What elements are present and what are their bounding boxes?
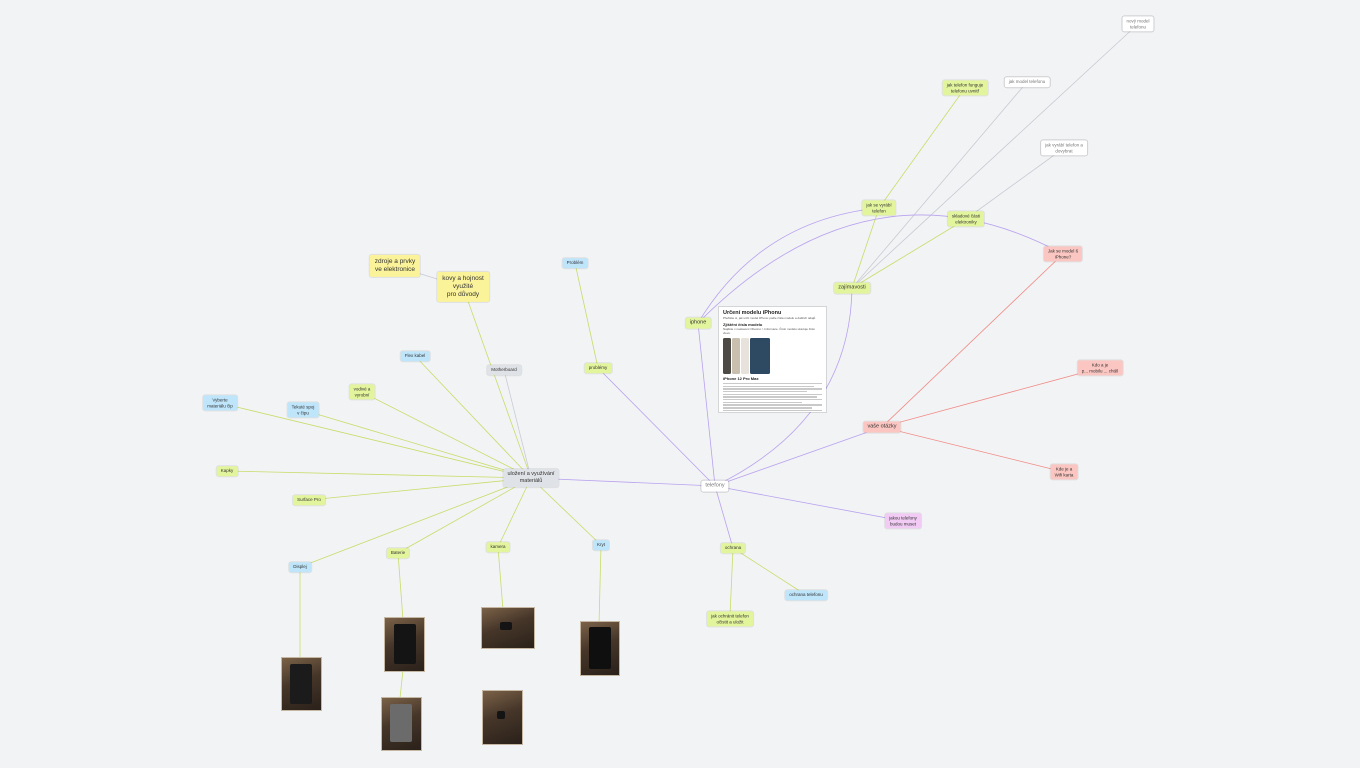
battery-photo-1 <box>384 617 425 672</box>
card-text-lines <box>723 382 822 412</box>
iphone-image <box>723 337 822 374</box>
question-mobile-node[interactable]: Kdo a je p... mobilu ... chtěl <box>1077 360 1123 376</box>
flex-kabel-node[interactable]: Flex kabel <box>400 351 430 361</box>
question-wifi-node[interactable]: Kde je a Wifi karta <box>1050 464 1078 480</box>
kapky-node[interactable]: Kapky <box>216 466 238 476</box>
camera-photo-2 <box>482 690 523 745</box>
vyberte-node[interactable]: Vyberte materiálu čip <box>203 395 237 411</box>
kryt-node[interactable]: Kryt <box>592 540 610 550</box>
vyrobce-node[interactable]: jakou telefony budou muset <box>885 513 921 529</box>
vodici-node[interactable]: vodivé a vyrobní <box>349 384 375 400</box>
telefony-node[interactable]: telefony <box>701 480 729 492</box>
baterie-node[interactable]: Baterie <box>386 548 410 558</box>
center-node[interactable]: uložení a využívání materiálů <box>503 469 559 487</box>
case-photo <box>580 621 620 676</box>
kamera-node[interactable]: kamera <box>486 542 510 552</box>
displej-node[interactable]: Displej <box>289 562 311 572</box>
card-title: Určení modelu iPhonu <box>723 310 782 316</box>
zdroje-node[interactable]: zdroje a prvky ve elektronice <box>369 254 421 278</box>
jak-se-vyrabi-node[interactable]: jak se vyrábí telefon <box>862 200 896 216</box>
motherboard-node[interactable]: Motherboard <box>487 365 521 375</box>
battery-photo-2 <box>381 697 422 751</box>
display-photo <box>281 657 322 711</box>
card-subtitle: Zjištění čísla modelu <box>723 321 763 327</box>
tokovy-node[interactable]: Tekuté spoj v čipu <box>287 402 319 418</box>
surface-node[interactable]: Surface Pro <box>293 495 325 505</box>
problem-node[interactable]: Problém <box>562 258 588 268</box>
jak-ochranit-node[interactable]: jak ochránit telefon očistit a uložit <box>707 611 753 627</box>
question-model-node[interactable]: Jak se model 6 iPhone? <box>1043 246 1083 262</box>
camera-photo-1 <box>481 607 535 649</box>
kovy-node[interactable]: kovy a hojnost využité pro důvody <box>437 271 489 303</box>
problemy-node[interactable]: problémy <box>584 363 612 373</box>
skladove-casti-node[interactable]: skladové části elektroniky <box>947 211 985 227</box>
vyrob-model-node[interactable]: jak model telefonu <box>1004 77 1050 87</box>
card-model: iPhone 12 Pro Max <box>723 375 759 381</box>
ochrana-node[interactable]: ochrana <box>720 543 746 553</box>
card-intro: Přečtěte si, jak určit model iPhonu podl… <box>723 316 817 320</box>
vase-otazky-node[interactable]: vaše otázky <box>863 421 901 433</box>
zajimavosti-node[interactable]: zajímavosti <box>834 282 870 294</box>
vyrob-kontrola-node[interactable]: jak vyrábí telefon a dovybrat <box>1041 140 1087 156</box>
ochrana-telefonu-node[interactable]: ochrana telefonu <box>785 590 827 600</box>
iphone-info-card[interactable]: Určení modelu iPhonu Přečtěte si, jak ur… <box>719 307 826 412</box>
card-body: Najděte v nastavení Obecné > Informace. … <box>723 326 815 335</box>
uzsi-node[interactable]: jak telefon funguje telefonu uvnitř <box>942 80 988 96</box>
novy-model-node[interactable]: nový model telefonu <box>1122 16 1154 32</box>
iphone-node[interactable]: iphone <box>685 317 711 329</box>
